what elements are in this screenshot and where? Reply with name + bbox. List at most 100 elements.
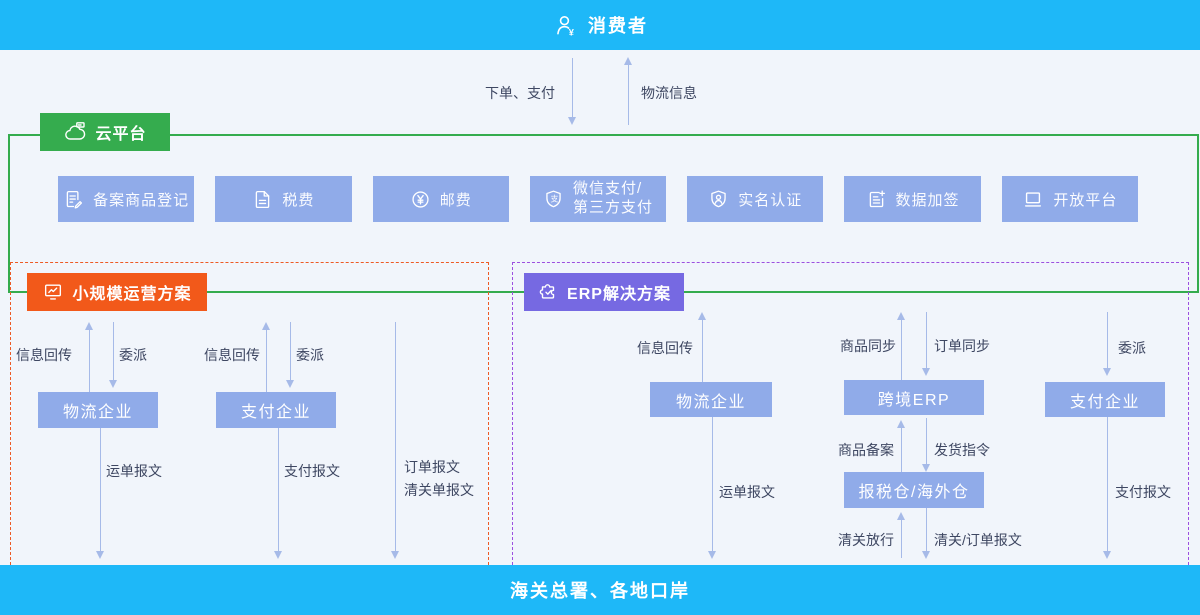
delegate-label: 委派 — [296, 347, 324, 363]
arrow-head — [922, 464, 930, 472]
arrow-line — [926, 312, 927, 369]
service-wechat-pay: 支 微信支付/ 第三方支付 — [529, 176, 667, 222]
order-msg-label: 订单报文 — [404, 459, 460, 475]
service-postage: 邮费 — [372, 176, 509, 222]
payment-msg-label: 支付报文 — [1115, 484, 1171, 500]
arrow-head — [922, 551, 930, 559]
arrow-head — [262, 322, 270, 330]
service-label: 备案商品登记 — [93, 191, 190, 209]
service-real-name: 实名认证 — [687, 176, 824, 222]
arrow-head — [1103, 368, 1111, 376]
arrow-line — [89, 330, 90, 392]
node-warehouse: 报税仓/海外仓 — [844, 472, 984, 508]
clearance-order-msg-label: 清关/订单报文 — [934, 532, 1022, 548]
customs-bar: 海关总署、各地口岸 — [0, 565, 1200, 615]
clearance-msg-label: 清关单报文 — [404, 482, 474, 498]
delegate-label: 委派 — [1118, 340, 1146, 356]
doc-plus-icon — [866, 189, 887, 210]
puzzle-check-icon — [537, 281, 559, 303]
small-scale-label: 小规模运营方案 — [72, 286, 192, 303]
service-label: 税费 — [282, 191, 315, 209]
erp-label: ERP解决方案 — [567, 286, 671, 303]
arrow-line — [278, 428, 279, 552]
arrow-head — [85, 322, 93, 330]
info-return-label: 信息回传 — [204, 347, 260, 363]
arrow-line — [1107, 417, 1108, 552]
node-payment-right: 支付企业 — [1045, 382, 1165, 417]
svg-text:支: 支 — [550, 193, 559, 203]
node-logistics-left: 物流企业 — [38, 392, 158, 428]
service-label: 数据加签 — [895, 191, 960, 209]
arrow-line — [266, 330, 267, 392]
arrow-order-pay-line — [572, 58, 573, 118]
arrow-head — [274, 551, 282, 559]
order-sync-label: 订单同步 — [934, 338, 990, 354]
arrow-head — [698, 312, 706, 320]
cloud-icon — [63, 120, 87, 144]
service-label: 实名认证 — [738, 191, 803, 209]
arrow-line — [113, 322, 114, 380]
delegate-label: 委派 — [119, 347, 147, 363]
arrow-logistics-info-line — [628, 65, 629, 125]
info-return-label: 信息回传 — [16, 347, 72, 363]
logistics-info-label: 物流信息 — [641, 85, 697, 101]
yen-circle-icon — [410, 189, 431, 210]
arrow-line — [100, 428, 101, 552]
waybill-msg-label: 运单报文 — [106, 463, 162, 479]
svg-text:¥: ¥ — [569, 27, 576, 37]
arrow-line — [290, 322, 291, 380]
arrow-line — [901, 320, 902, 380]
service-label: 邮费 — [439, 191, 472, 209]
arrow-logistics-info-head — [624, 57, 632, 65]
arrow-line — [1107, 312, 1108, 369]
goods-sync-label: 商品同步 — [840, 338, 896, 354]
shield-person-icon — [708, 189, 729, 210]
customs-title: 海关总署、各地口岸 — [510, 581, 690, 601]
cloud-platform-pill: 云平台 — [40, 113, 170, 151]
small-scale-region — [10, 262, 489, 565]
arrow-line — [901, 520, 902, 558]
arrow-line — [901, 428, 902, 472]
order-pay-label: 下单、支付 — [485, 85, 555, 101]
consumer-bar: ¥ 消费者 — [0, 0, 1200, 50]
erp-pill: ERP解决方案 — [524, 273, 684, 311]
arrow-head — [897, 312, 905, 320]
dispatch-order-label: 发货指令 — [934, 442, 990, 458]
order-clearance-msg-label: 订单报文 清关单报文 — [404, 456, 474, 502]
arrow-head — [109, 380, 117, 388]
arrow-line — [712, 417, 713, 552]
service-open-platform: 开放平台 — [1001, 176, 1138, 222]
arrow-order-pay-head — [568, 117, 576, 125]
arrow-head — [922, 368, 930, 376]
chart-monitor-icon — [42, 281, 64, 303]
arrow-line — [926, 508, 927, 552]
service-label: 微信支付/ 第三方支付 — [572, 180, 653, 216]
laptop-icon — [1022, 188, 1044, 210]
arrow-head — [1103, 551, 1111, 559]
arrow-head — [96, 551, 104, 559]
arrow-line — [702, 320, 703, 382]
arrow-head — [286, 380, 294, 388]
waybill-msg-label: 运单报文 — [719, 484, 775, 500]
erp-region — [512, 262, 1189, 565]
arrow-head — [391, 551, 399, 559]
arrow-head — [897, 420, 905, 428]
node-logistics-right: 物流企业 — [650, 382, 772, 417]
cloud-platform-label: 云平台 — [95, 126, 147, 143]
clearance-release-label: 清关放行 — [838, 532, 894, 548]
small-scale-pill: 小规模运营方案 — [27, 273, 207, 311]
info-return-label: 信息回传 — [637, 340, 693, 356]
doc-edit-icon — [63, 189, 84, 210]
arrow-head — [897, 512, 905, 520]
arrow-head — [708, 551, 716, 559]
goods-record-label: 商品备案 — [838, 442, 894, 458]
service-tax: 税费 — [215, 176, 352, 222]
service-label: 开放平台 — [1053, 191, 1118, 209]
tax-receipt-icon — [252, 189, 273, 210]
consumer-icon: ¥ — [552, 12, 578, 38]
shield-pay-icon: 支 — [543, 189, 564, 210]
service-row: 备案商品登记 税费 邮费 — [58, 176, 1138, 222]
service-record-goods: 备案商品登记 — [58, 176, 195, 222]
arrow-line — [926, 418, 927, 465]
